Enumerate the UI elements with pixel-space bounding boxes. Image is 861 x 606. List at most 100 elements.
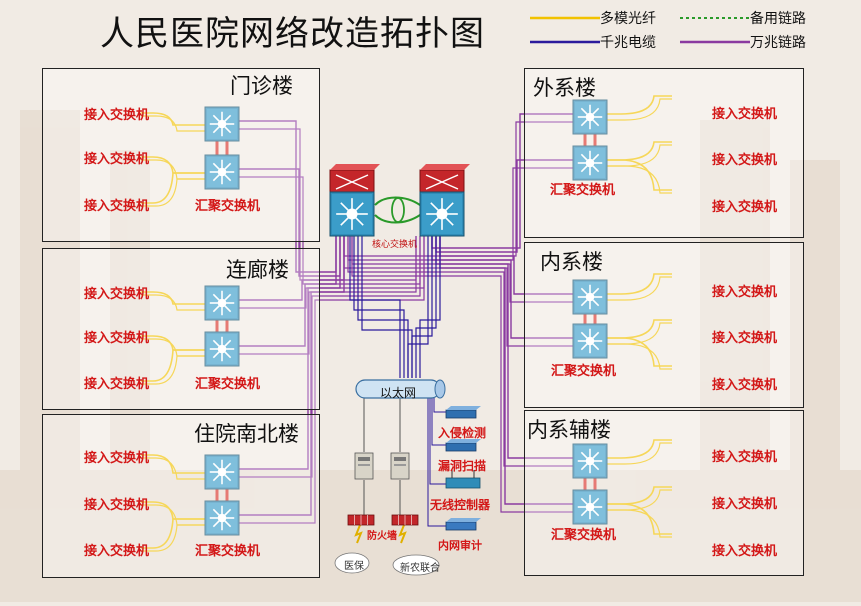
- fiber-link: [607, 95, 672, 115]
- core-router-icon: [329, 164, 380, 195]
- aggregation-switch-icon: [204, 454, 240, 490]
- fiber-link: [607, 343, 672, 370]
- fiber-link: [607, 509, 672, 538]
- access-switch-label: 接入交换机: [712, 107, 778, 122]
- building-corridor: [42, 248, 320, 410]
- ten-gigabit-link: [239, 236, 345, 516]
- security-appliance-icon: [445, 439, 481, 452]
- aggregation-switch-label: 汇聚交换机: [195, 199, 261, 214]
- access-switch-label: 接入交换机: [84, 287, 150, 302]
- intranet-audit-label: 内网审计: [438, 539, 482, 552]
- backup-link-loop: [391, 197, 405, 223]
- legend: [530, 16, 750, 44]
- fiber-link: [607, 442, 672, 465]
- legend-fiber-label: 多模光纤: [600, 11, 656, 27]
- aggregation-switch-icon: [419, 191, 465, 237]
- access-switch-label: 接入交换机: [84, 544, 150, 559]
- building-title-surgery: 外系楼: [533, 76, 596, 100]
- access-switch-label: 接入交换机: [84, 331, 150, 346]
- vuln-scan-label: 漏洞扫描: [438, 459, 487, 473]
- wan-lightning-icon: [354, 524, 363, 544]
- fiber-link: [607, 159, 672, 191]
- fiber-link: [141, 294, 205, 311]
- background-skyline: [0, 110, 861, 602]
- wireless-controller-icon: [445, 470, 481, 489]
- gigabit-link: [353, 236, 405, 378]
- lan-link: [427, 398, 446, 527]
- rural-coop-label: 新农联合: [400, 563, 440, 574]
- fiber-link: [141, 172, 205, 204]
- ten-gigabit-link: [239, 236, 341, 470]
- page-title: 人民医院网络改造拓扑图: [100, 14, 485, 54]
- aggregation-switch-label: 汇聚交换机: [551, 528, 617, 543]
- fiber-link: [141, 112, 205, 126]
- firewall-icon: [391, 514, 419, 526]
- aggregation-switch-icon: [204, 106, 240, 142]
- access-switch-label: 接入交换机: [84, 199, 150, 214]
- access-switch-label: 接入交换机: [712, 285, 778, 300]
- aggregation-switch-label: 汇聚交换机: [550, 183, 616, 198]
- aggregation-switch-label: 汇聚交换机: [195, 544, 261, 559]
- fiber-link: [141, 457, 205, 480]
- security-appliance-icon: [445, 406, 481, 419]
- building-title-internal-annex: 内系辅楼: [527, 418, 611, 442]
- access-switch-label: 接入交换机: [712, 497, 778, 512]
- aggregation-switch-icon: [572, 443, 608, 479]
- ethernet-bus-icon: [355, 379, 446, 399]
- backup-link: [374, 196, 421, 206]
- access-switch-label: 接入交换机: [84, 451, 150, 466]
- fiber-link: [607, 276, 672, 301]
- medical-insurance-label: 医保: [344, 561, 364, 572]
- building-internal-annex: [524, 410, 804, 576]
- building-title-internal: 内系楼: [540, 250, 603, 274]
- aggregation-switch-label: 汇聚交换机: [551, 364, 617, 379]
- legend-10g-label: 万兆链路: [750, 35, 806, 51]
- fiber-link: [141, 349, 205, 382]
- fiber-link: [607, 165, 672, 194]
- core-switch-label: 核心交换机: [372, 240, 418, 250]
- lan-link: [433, 398, 446, 413]
- ten-gigabit-link: [239, 236, 425, 524]
- aggregation-switch-icon: [572, 489, 608, 525]
- fiber-link: [607, 273, 672, 295]
- access-switch-label: 接入交换机: [84, 152, 150, 167]
- firewall-icon: [347, 514, 375, 526]
- aggregation-switch-icon: [329, 191, 375, 237]
- ten-gigabit-link: [343, 236, 573, 347]
- access-switch-label: 接入交换机: [712, 450, 778, 465]
- access-switch-label: 接入交换机: [712, 331, 778, 346]
- fiber-link: [141, 524, 205, 552]
- fiber-link: [141, 178, 205, 207]
- fiber-link: [141, 291, 205, 305]
- building-internal: [524, 242, 804, 408]
- legend-gigabit-label: 千兆电缆: [600, 35, 656, 51]
- aggregation-switch-icon: [572, 99, 608, 135]
- aggregation-switch-icon: [204, 500, 240, 536]
- aggregation-switch-icon: [204, 285, 240, 321]
- aggregation-switch-icon: [204, 331, 240, 367]
- links-layer: [141, 95, 672, 552]
- core-router-icon: [419, 164, 470, 195]
- fiber-link: [141, 355, 205, 385]
- aggregation-switch-icon: [572, 279, 608, 315]
- wireless-controller-label: 无线控制器: [430, 498, 491, 512]
- building-title-inpatient: 住院南北楼: [194, 422, 299, 446]
- building-title-corridor: 连廊楼: [226, 258, 289, 282]
- access-switch-label: 接入交换机: [84, 108, 150, 123]
- ethernet-label: 以太网: [380, 386, 417, 400]
- access-switch-label: 接入交换机: [84, 377, 150, 392]
- server-icon: [354, 452, 374, 480]
- access-switch-label: 接入交换机: [712, 378, 778, 393]
- building-title-outpatient: 门诊楼: [230, 74, 293, 98]
- aggregation-switch-label: 汇聚交换机: [195, 377, 261, 392]
- ids-label: 入侵检测: [438, 426, 487, 440]
- gigabit-link: [419, 236, 441, 378]
- building-surgery: [524, 68, 804, 238]
- lan-link: [429, 398, 446, 485]
- gigabit-link: [415, 236, 437, 378]
- access-switch-label: 接入交换机: [712, 544, 778, 559]
- building-outpatient: [42, 68, 320, 242]
- fiber-link: [607, 439, 672, 459]
